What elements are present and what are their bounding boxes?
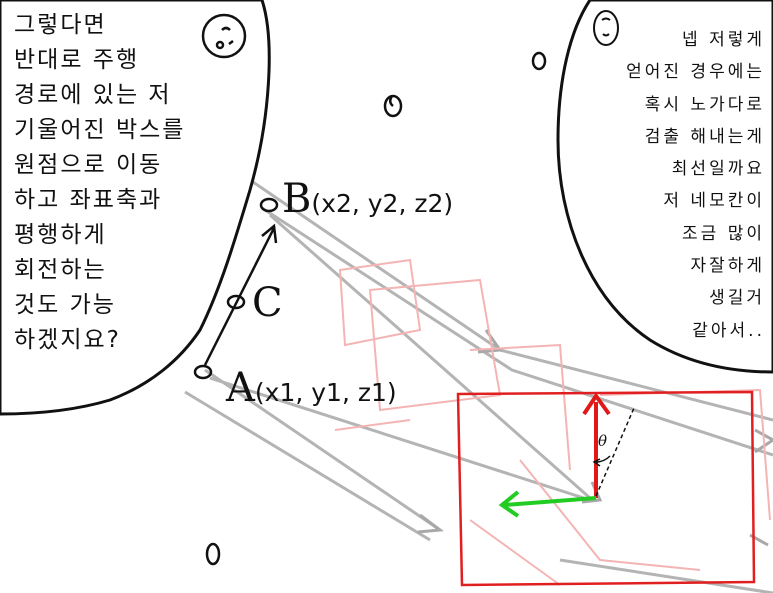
path-arrowhead-3 — [417, 513, 445, 534]
angle-arc-arrowhead — [592, 458, 601, 467]
circle-mark-3 — [205, 542, 221, 566]
point-markers — [193, 197, 279, 380]
faint-box-5 — [599, 388, 771, 521]
right-face-icon — [593, 10, 619, 46]
path-line-bottom — [204, 368, 441, 532]
point-b-label: B(x2, y2, z2) — [282, 176, 453, 222]
angle-arc — [595, 455, 611, 463]
point-c-letter: C — [252, 280, 283, 326]
angle-reference-line — [595, 407, 635, 497]
point-b-marker — [259, 197, 279, 213]
faint-box-4 — [469, 343, 571, 471]
faint-box-1 — [338, 258, 422, 347]
point-c-marker — [226, 294, 246, 310]
faint-box-7 — [469, 519, 561, 586]
path-line-center-top — [269, 213, 591, 500]
right-speech-bubble — [556, 0, 773, 374]
right-line: 혹시 노가다로 — [644, 94, 765, 115]
faint-box-6 — [519, 459, 701, 571]
point-c-label: C — [252, 280, 283, 326]
faint-box-2 — [368, 278, 502, 412]
x-axis-arrow — [498, 490, 597, 518]
right-line: 검출 해내는게 — [644, 126, 765, 147]
right-bubble-text: 넵 저렇게 얻어진 경우에는 혹시 노가다로 검출 해내는게 최선일까요 저 네… — [626, 24, 765, 347]
path-line-bottom-outer — [184, 390, 431, 542]
faint-boxes — [334, 258, 771, 586]
left-line: 하겠지요? — [14, 327, 121, 353]
point-b-letter: B — [282, 176, 312, 222]
detected-box — [456, 390, 756, 587]
point-a-letter: A — [226, 365, 255, 411]
left-line: 것도 가능 — [14, 292, 116, 318]
left-speech-bubble — [0, 0, 271, 416]
right-line: 생길거 — [709, 288, 765, 309]
stray-circles — [205, 51, 547, 566]
right-line: 넵 저렇게 — [682, 30, 765, 50]
left-line: 기울어진 박스를 — [14, 117, 186, 143]
path-line-second — [261, 206, 773, 457]
left-line: 회전하는 — [14, 257, 107, 283]
path-arrowhead-4 — [754, 428, 773, 454]
circle-mark-1 — [383, 94, 403, 118]
circle-mark-1-tail — [389, 95, 394, 107]
right-line: 자잘하게 — [690, 256, 765, 277]
faint-box-3 — [334, 419, 411, 431]
left-line: 반대로 주행 — [14, 47, 140, 73]
left-line: 그렇다면 — [14, 12, 107, 38]
point-a-label: A(x1, y1, z1) — [226, 365, 397, 411]
y-axis-arrow — [582, 392, 611, 498]
path-arrowheads — [417, 329, 773, 547]
circle-mark-2 — [531, 51, 547, 71]
path-line-lower — [559, 558, 773, 593]
point-a-marker — [193, 364, 213, 380]
right-line: 같아서.. — [692, 320, 765, 341]
angle-theta-label: θ — [598, 432, 608, 450]
point-a-coords: (x1, y1, z1) — [254, 378, 397, 407]
path-line-center — [209, 376, 591, 502]
left-line: 하고 좌표축과 — [14, 187, 163, 213]
right-line: 저 네모칸이 — [663, 191, 765, 212]
right-line: 최선일까요 — [671, 159, 765, 180]
right-line: 얻어진 경우에는 — [626, 62, 765, 83]
left-line: 평행하게 — [14, 222, 107, 248]
right-line: 조금 많이 — [682, 223, 765, 244]
left-face-icon — [201, 13, 247, 59]
left-line: 원점으로 이동 — [14, 152, 163, 178]
a-to-b-arrow — [203, 223, 278, 366]
left-line: 경로에 있는 저 — [14, 82, 172, 108]
left-bubble-text: 그렇다면 반대로 주행 경로에 있는 저 기울어진 박스를 원점으로 이동 하고… — [14, 8, 185, 358]
point-b-coords: (x2, y2, z2) — [311, 189, 454, 218]
